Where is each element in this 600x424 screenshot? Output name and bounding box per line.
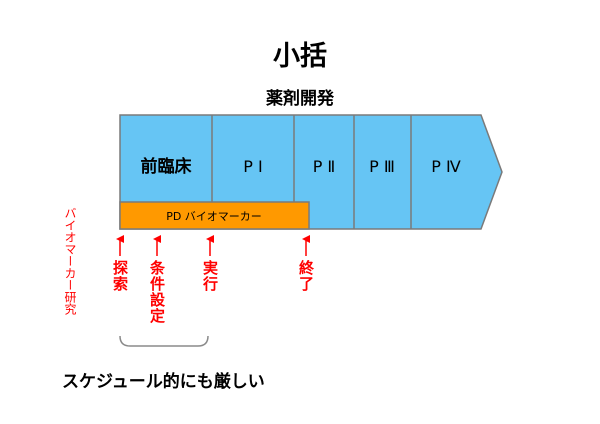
pd-biomarker-label: PD バイオマーカー (166, 210, 262, 223)
milestone-end-label: 終了 (297, 260, 315, 292)
milestone-execute-label: 実行 (201, 260, 219, 292)
milestone-conditions-label: 条件設定 (148, 260, 166, 324)
schedule-brace (119, 335, 209, 347)
phase-p1-label: P Ⅰ (243, 157, 262, 176)
slide-title: 小括 (273, 41, 327, 72)
pd-biomarker-bar (119, 201, 310, 230)
phase-p4-label: P Ⅳ (431, 157, 461, 176)
phase-p2-label: P Ⅱ (313, 157, 336, 176)
phase-preclinical-label: 前臨床 (141, 156, 193, 177)
drug-development-label: 薬剤開発 (266, 89, 334, 109)
biomarker-research-label: バイオマーカー研究 (63, 207, 77, 315)
milestone-explore-label: 探索 (111, 260, 129, 292)
phase-p3-label: P Ⅲ (369, 157, 395, 176)
schedule-note: スケジュール的にも厳しい (62, 372, 265, 392)
